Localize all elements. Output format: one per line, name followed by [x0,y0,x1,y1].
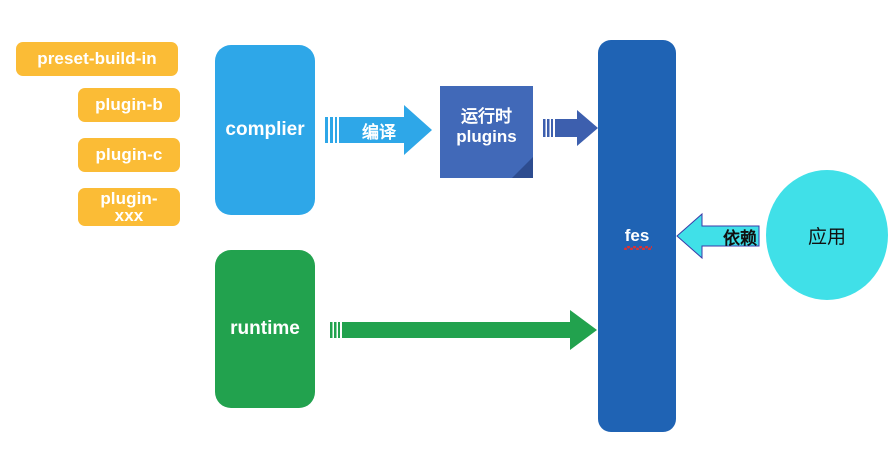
arrow-compile: 编译 [325,104,433,156]
chip-label: plugin-c [95,145,163,165]
document-body [440,86,533,178]
node-runtime[interactable]: runtime [215,250,315,408]
chip-plugin-b[interactable]: plugin-b [78,88,180,122]
chip-preset-build-in[interactable]: preset-build-in [16,42,178,76]
node-fes-label: fes [623,226,652,250]
arrow-depend: 依赖 [676,212,760,260]
chip-label: plugin-b [95,95,163,115]
chip-label-line2: xxx [114,206,144,225]
chip-plugin-xxx[interactable]: plugin- xxx [78,188,180,226]
chip-label: preset-build-in [37,49,157,69]
node-runtime-label: runtime [230,318,300,340]
node-runtime-plugins[interactable]: 运行时 plugins [440,86,533,178]
chip-plugin-c[interactable]: plugin-c [78,138,180,172]
chip-label-line1: plugin- [100,188,158,208]
node-application-label: 应用 [807,226,846,248]
node-complier[interactable]: complier [215,45,315,215]
arrow-runtime-to-fes [330,306,598,354]
runtime-plugins-line1: 运行时 [461,106,512,126]
node-complier-label: complier [225,119,305,141]
runtime-plugins-line2: plugins [456,127,517,146]
node-runtime-plugins-text: 运行时 plugins [440,86,533,178]
node-fes[interactable]: fes [598,40,676,432]
arrow-plugins-to-fes [543,108,599,148]
node-application[interactable]: 应用 [766,170,888,300]
